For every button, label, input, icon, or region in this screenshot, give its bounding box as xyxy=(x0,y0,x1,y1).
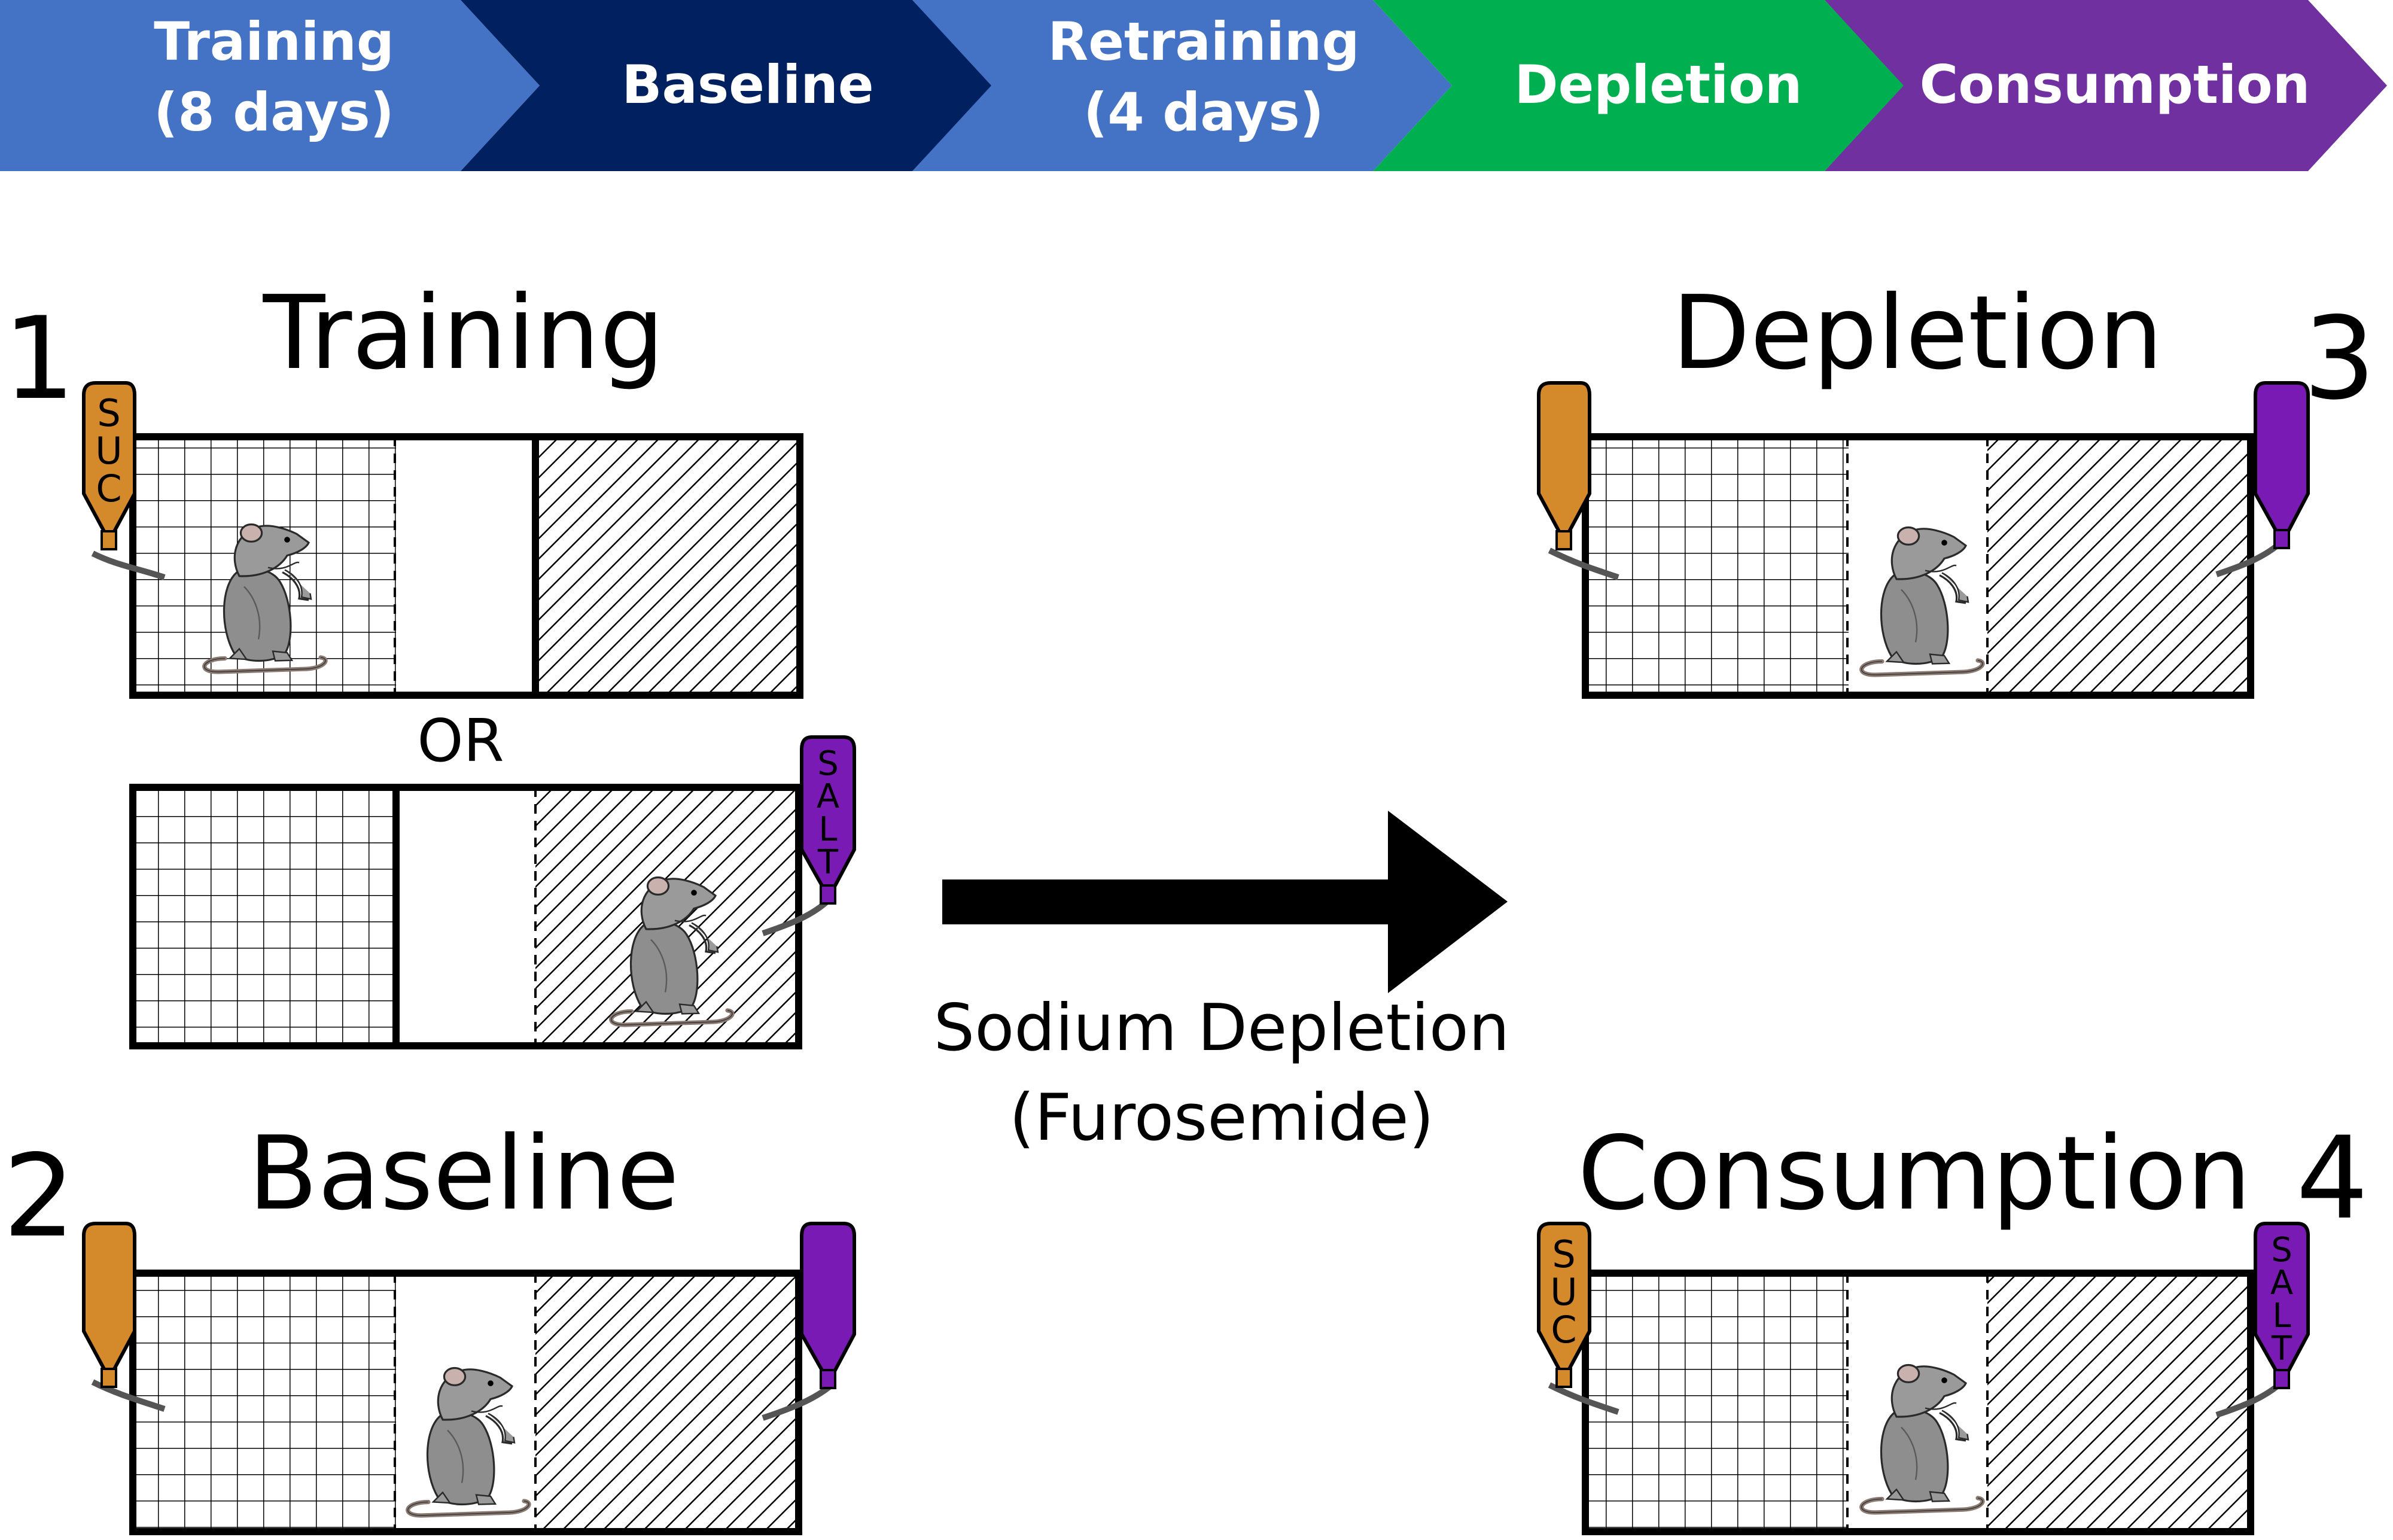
stage-depletion-chevron xyxy=(1373,0,1904,171)
panel-number-1: 1 xyxy=(3,293,75,425)
panel-number-4: 4 xyxy=(2296,1112,2368,1244)
sucrose-bottle-icon: S U C xyxy=(1537,1222,1619,1415)
sucrose-bottle-icon: S U C xyxy=(82,381,166,580)
stage-training-label-2: (8 days) xyxy=(154,81,394,143)
rat-icon xyxy=(1862,1365,1983,1512)
svg-text:T: T xyxy=(817,843,839,882)
panel-training: 1 Training S U C OR xyxy=(3,274,856,1049)
svg-text:A: A xyxy=(817,777,839,816)
svg-text:C: C xyxy=(96,467,121,510)
svg-text:U: U xyxy=(1550,1270,1577,1314)
salt-bottle-icon xyxy=(2215,381,2310,577)
svg-text:S: S xyxy=(1552,1232,1575,1276)
svg-text:S: S xyxy=(817,744,839,783)
panel-title-baseline: Baseline xyxy=(248,1115,680,1233)
stage-baseline-chevron xyxy=(461,0,991,171)
arrow-label-line2: (Furosemide) xyxy=(1009,1081,1434,1155)
salt-bottle-icon xyxy=(762,1222,856,1421)
or-label: OR xyxy=(417,707,504,775)
stage-retraining-label-2: (4 days) xyxy=(1083,81,1324,143)
stage-baseline-label: Baseline xyxy=(622,54,873,115)
svg-text:A: A xyxy=(2270,1264,2293,1302)
chamber-box xyxy=(1582,433,2254,699)
stage-training-label-1: Training xyxy=(154,11,394,72)
svg-text:L: L xyxy=(818,810,837,849)
salt-bottle-icon: S A L T xyxy=(2215,1222,2310,1418)
salt-bottle-icon: S A L T xyxy=(762,735,856,936)
stage-retraining-label-1: Retraining xyxy=(1048,11,1360,72)
chamber-box xyxy=(129,1270,802,1535)
stage-consumption-chevron xyxy=(1825,0,2387,171)
rat-icon xyxy=(1862,528,1983,675)
svg-text:L: L xyxy=(2272,1296,2291,1335)
right-arrow-icon xyxy=(942,811,1508,993)
stage-consumption-label: Consumption xyxy=(1920,54,2310,115)
arrow-label-line1: Sodium Depletion xyxy=(934,991,1510,1066)
stage-training-chevron xyxy=(0,0,540,171)
stage-retraining-chevron xyxy=(912,0,1452,171)
rat-icon xyxy=(408,1368,529,1515)
panel-title-training: Training xyxy=(263,274,665,392)
panel-depletion: 3 Depletion xyxy=(1537,274,2376,699)
chamber-box xyxy=(1582,1270,2254,1535)
svg-text:S: S xyxy=(2271,1231,2292,1270)
chamber-box xyxy=(129,784,802,1049)
panel-consumption: 4 Consumption S U C S A L T xyxy=(1537,1112,2368,1535)
timeline-banner: Training (8 days) Baseline Retraining (4… xyxy=(0,0,2387,171)
sucrose-bottle-icon xyxy=(82,1222,166,1412)
sucrose-bottle-icon xyxy=(1537,381,1619,580)
panel-title-consumption: Consumption xyxy=(1578,1115,2251,1233)
panel-baseline: 2 Baseline xyxy=(3,1115,856,1535)
stage-depletion-label: Depletion xyxy=(1515,54,1803,115)
panel-title-depletion: Depletion xyxy=(1672,274,2163,392)
panel-number-2: 2 xyxy=(3,1130,75,1262)
svg-text:U: U xyxy=(95,429,122,473)
panel-number-3: 3 xyxy=(2303,293,2376,425)
svg-text:S: S xyxy=(97,391,120,435)
svg-text:T: T xyxy=(2271,1329,2292,1368)
svg-text:C: C xyxy=(1551,1308,1576,1352)
